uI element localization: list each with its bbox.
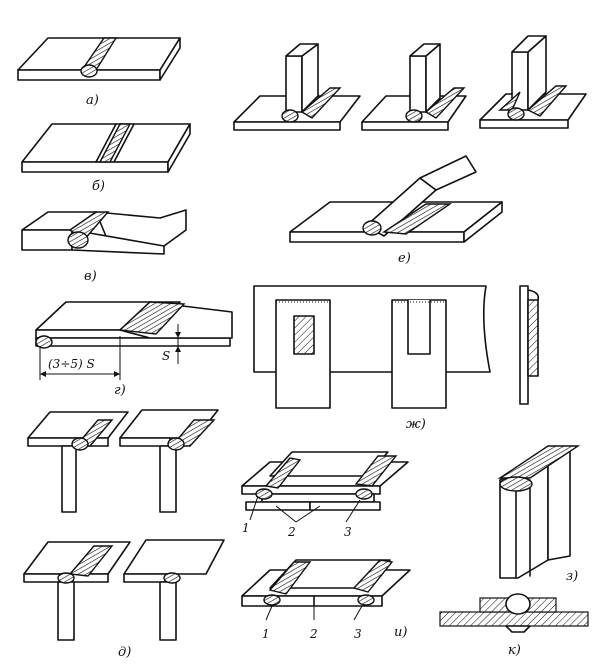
label-k: к) <box>508 643 521 658</box>
corner-joint-2 <box>119 409 219 513</box>
joint-d-corner: д) <box>23 409 225 660</box>
t-joint-2 <box>361 43 467 131</box>
label-d: д) <box>118 645 131 660</box>
weld-bead <box>424 87 466 119</box>
t-joints-row <box>233 35 587 131</box>
callout-3: 3 <box>354 627 362 641</box>
weld-bead <box>264 457 302 489</box>
callout-1: 1 <box>262 627 270 641</box>
weld-bead <box>354 455 398 487</box>
corner-joint-1 <box>27 411 129 513</box>
label-g: г) <box>114 383 126 398</box>
t-joint-1 <box>233 43 361 131</box>
label-zh: ж) <box>406 417 426 432</box>
weld-bead <box>98 123 132 163</box>
slot-hole <box>293 315 315 355</box>
joint-i-strap: 1 2 3 1 2 3 и) <box>241 451 411 641</box>
weld-bead-end <box>67 231 89 249</box>
overlap-dimension: (3÷5) S <box>48 357 95 371</box>
joint-g-lap: (3÷5) S S г) <box>35 301 233 398</box>
callout-2: 2 <box>287 525 296 539</box>
weld-bead <box>381 203 453 235</box>
weld-bead-end <box>35 335 53 349</box>
callout-3: 3 <box>344 525 352 539</box>
callout-1: 1 <box>242 521 250 535</box>
label-z: з) <box>566 569 578 584</box>
weld-bead-end <box>80 64 98 78</box>
label-a: а) <box>86 93 99 108</box>
joint-a-butt: а) <box>17 37 181 108</box>
weld-bead <box>68 545 114 577</box>
weld-bead <box>526 85 568 117</box>
strap-joint-double: 1 2 3 <box>241 451 409 539</box>
weld-bead <box>300 87 342 119</box>
label-v: в) <box>84 269 97 284</box>
joint-k-section: к) <box>439 593 589 658</box>
side-view <box>519 285 540 405</box>
label-e: е) <box>398 251 411 266</box>
label-i: и) <box>394 625 407 640</box>
joint-b-butt-grooved: б) <box>21 123 191 194</box>
weld-bead <box>268 561 312 595</box>
corner-joint-4 <box>123 539 225 641</box>
corner-joint-3 <box>23 541 131 641</box>
weld-bead <box>498 91 521 111</box>
weld-nugget <box>505 593 531 615</box>
strap-joint-single: 1 2 3 <box>241 559 411 641</box>
thickness-dimension: S <box>162 349 170 363</box>
joint-zh-slot: ж) <box>253 285 540 432</box>
label-b: б) <box>92 179 105 194</box>
joint-e-inclined: е) <box>289 155 503 266</box>
t-joint-3 <box>479 35 587 129</box>
callout-2: 2 <box>309 627 318 641</box>
joint-v-butt-tapered: в) <box>21 209 187 284</box>
weld-bead <box>352 559 394 593</box>
open-slot <box>407 300 431 355</box>
joint-z-edge: з) <box>497 445 581 584</box>
weld-bead <box>118 301 186 335</box>
